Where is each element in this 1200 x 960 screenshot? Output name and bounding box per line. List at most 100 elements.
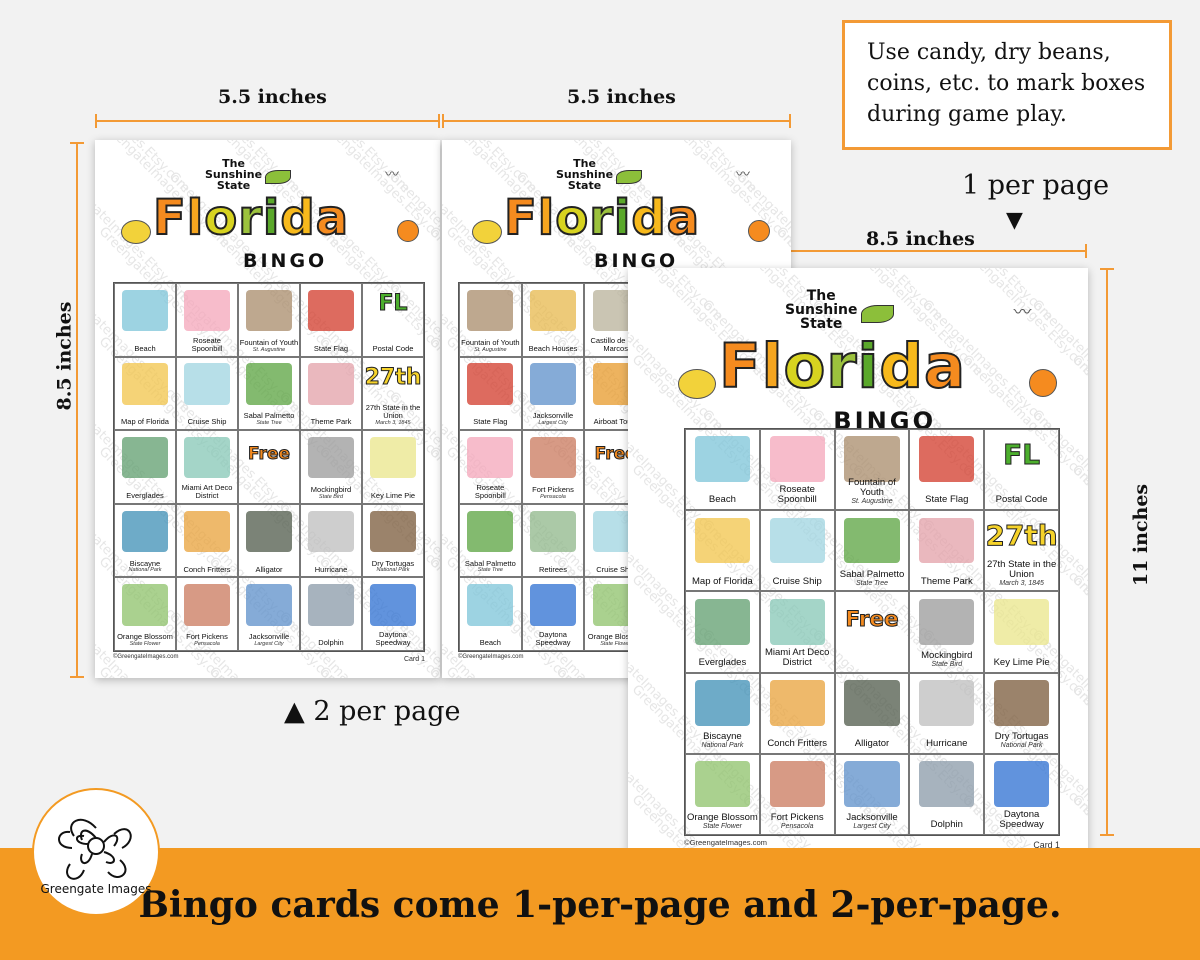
bingo-cell[interactable]: Conch Fritters [176, 503, 238, 578]
cell-illustration [184, 436, 230, 479]
watermark-text: GreengateImages.Etsy.com [442, 140, 539, 196]
bingo-cell[interactable]: Conch Fritters [759, 672, 835, 754]
bingo-cell[interactable]: Daytona Speedway [984, 753, 1059, 835]
bingo-cell[interactable]: Map of Florida [685, 510, 760, 592]
cell-big-text: FL [378, 291, 408, 317]
title-letter: F [718, 330, 762, 403]
cell-illustration [122, 584, 168, 626]
cell-label: Jacksonville [846, 812, 898, 824]
title-letter: d [878, 330, 924, 403]
cell-sublabel: State Flower [600, 640, 632, 647]
cell-illustration [370, 436, 416, 479]
down-arrow-icon: ▼ [1006, 208, 1023, 233]
bingo-cell[interactable]: Everglades [685, 591, 760, 673]
cell-illustration [467, 363, 514, 405]
bingo-cell[interactable]: State Flag [300, 283, 362, 357]
bingo-cell[interactable]: Map of Florida [114, 356, 176, 431]
bingo-cell[interactable]: Cruise Ship [759, 510, 835, 592]
florida-title: Florida [503, 189, 700, 247]
title-letter: F [503, 189, 538, 247]
bingo-cell[interactable]: Beach [459, 577, 522, 651]
bingo-cell[interactable]: Daytona Speedway [521, 577, 585, 651]
bingo-cell[interactable]: Alligator [238, 503, 300, 578]
bingo-cell[interactable]: State Flag [909, 429, 985, 511]
cell-label: Orange Blossom [117, 632, 173, 642]
cell-illustration [769, 679, 825, 726]
bingo-cell[interactable]: Roseate Spoonbill [459, 430, 522, 504]
bingo-cell[interactable]: Cruise Ship [176, 356, 238, 431]
watermark-text: GreengateImages.Etsy.com [443, 664, 580, 678]
bingo-cell[interactable]: Beach Houses [521, 283, 585, 357]
bingo-cell[interactable]: Beach [114, 283, 176, 357]
cell-illustration [919, 679, 975, 726]
bingo-cell[interactable]: Hurricane [909, 672, 985, 754]
bingo-cell[interactable]: Roseate Spoonbill [176, 283, 238, 357]
bingo-cell[interactable]: Miami Art Deco District [759, 591, 835, 673]
bingo-cell[interactable]: Free [238, 430, 300, 504]
bingo-cell[interactable]: Beach [685, 429, 760, 511]
cell-sublabel: State Flower [702, 823, 742, 831]
bingo-card-one-per-page: GreengateImages.Etsy.com GreengateImages.… [628, 268, 1088, 864]
cell-illustration [694, 598, 751, 645]
cell-illustration [529, 436, 577, 479]
cell-label: Mockingbird [310, 484, 352, 494]
bingo-cell[interactable]: Daytona Speedway [362, 577, 424, 651]
card-copyright: ©GreengateImages.com [684, 838, 768, 847]
bingo-cell[interactable]: Miami Art Deco District [176, 430, 238, 504]
title-letter: l [186, 189, 205, 247]
bingo-cell[interactable]: Hurricane [300, 503, 362, 578]
bingo-cell[interactable]: Theme Park [909, 510, 985, 592]
watermark-text: GreengateImages.Etsy.com [628, 297, 726, 434]
bingo-cell[interactable]: Key Lime Pie [984, 591, 1059, 673]
cell-illustration [184, 289, 230, 332]
bingo-cell[interactable]: Free [834, 591, 910, 673]
cell-illustration [308, 436, 354, 479]
bingo-cell[interactable]: Theme Park [300, 356, 362, 431]
florida-title: Florida [718, 330, 966, 403]
cell-sublabel: National Park [1000, 742, 1043, 749]
cell-label: State Flag [313, 343, 349, 353]
bingo-cell[interactable]: Everglades [114, 430, 176, 504]
bingo-cell[interactable]: Dolphin [300, 577, 362, 651]
cell-label: Beach [479, 638, 501, 648]
watermark-text: GreengateImages.Etsy.com [1068, 268, 1088, 379]
cell-label: Beach [134, 343, 156, 353]
tagline-sunshine: Sunshine [205, 168, 263, 181]
bingo-cell[interactable]: Roseate Spoonbill [759, 429, 835, 511]
height-label-large: 11 inches [1130, 483, 1153, 587]
bingo-cell[interactable]: Dolphin [909, 753, 985, 835]
bingo-cell[interactable]: Alligator [834, 672, 910, 754]
watermark-text: GreengateImages.Etsy.com [772, 140, 791, 251]
watermark-text: GreengateImages.Etsy.com [426, 664, 440, 678]
bingo-cell[interactable]: State Flag [459, 356, 522, 431]
title-letter: r [237, 189, 263, 247]
bottom-banner [0, 848, 1200, 960]
bingo-cell[interactable]: Key Lime Pie [362, 430, 424, 504]
bingo-cell[interactable]: Retirees [521, 503, 585, 578]
